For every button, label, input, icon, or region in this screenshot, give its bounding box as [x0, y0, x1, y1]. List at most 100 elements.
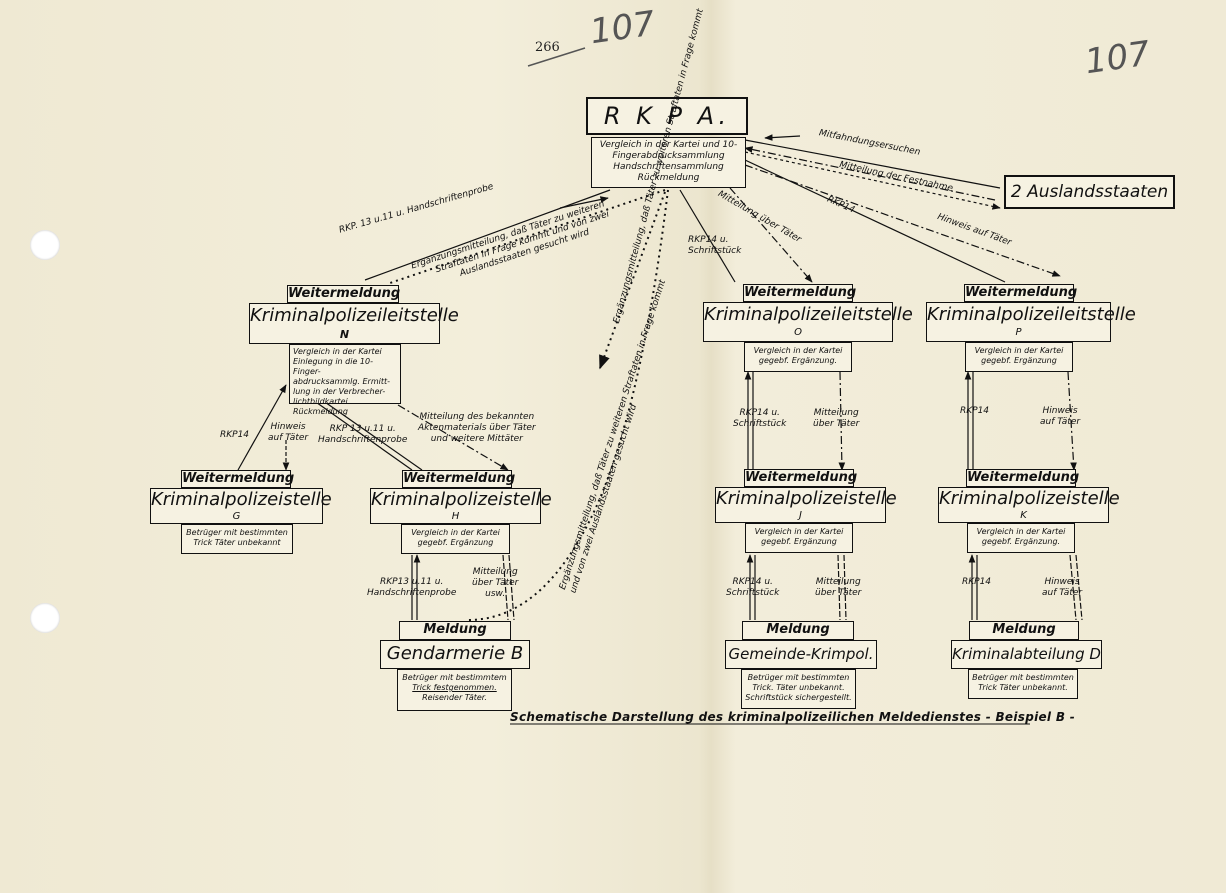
n-letter: N	[339, 328, 350, 341]
label-rkp14-j: RKP14 u. Schriftstück	[733, 408, 786, 430]
label-line: Schriftstück	[726, 588, 780, 598]
label-mitteilung-b: Mitteilung über Täter usw.	[472, 567, 518, 600]
label-line: über Täter	[813, 419, 860, 429]
label-line: Handschriftenprobe	[318, 435, 408, 445]
label-rkp14-d: RKP14	[962, 577, 992, 587]
k-line: Vergleich in der Kartei	[976, 527, 1066, 536]
g-tasks-box: Betrüger mit bestimmten Trick Täter unbe…	[181, 524, 293, 554]
o-title-box: Kriminalpolizeileitstelle O	[703, 302, 913, 342]
c-title: Gemeinde-Krimpol. C	[725, 640, 877, 689]
p-line: gegebf. Ergänzung	[981, 356, 1057, 365]
rkpa-line: Rückmeldung	[637, 173, 700, 183]
n-tasks-box: Vergleich in der Kartei Einlegung in die…	[289, 344, 401, 416]
d-header: Meldung	[969, 621, 1079, 640]
h-tasks-box: Vergleich in der Kartei gegebf. Ergänzun…	[401, 524, 510, 554]
p-header: Weitermeldung	[964, 284, 1078, 302]
g-header: Weitermeldung	[181, 470, 295, 488]
label-line: RKP14 u.	[688, 235, 729, 245]
b-line: Trick festgenommen.	[412, 683, 497, 692]
d-line: Betrüger mit bestimmten	[972, 673, 1074, 682]
g-line: Betrüger mit bestimmten	[186, 528, 288, 537]
label-rkp13-h: RKP 13 u.11 u. Handschriftenprobe	[318, 424, 407, 446]
line-rkpa-n	[364, 189, 611, 281]
p-line: Vergleich in der Kartei	[974, 346, 1064, 355]
h-letter: H	[451, 511, 460, 522]
label-line: auf Täter	[268, 433, 309, 443]
k-line: gegebf. Ergänzung.	[981, 537, 1061, 546]
c-line: Trick. Täter unbekannt.	[752, 683, 845, 692]
label-line: Hinweis	[270, 422, 306, 432]
b-tasks-box: Betrüger mit bestimmtem Trick festgenomm…	[397, 669, 512, 711]
rkpa-line: Fingerabdrucksammlung	[612, 151, 725, 161]
label-line: über Täter	[815, 588, 862, 598]
b-line: Betrüger mit bestimmtem	[402, 673, 507, 682]
label-rkp14-o: RKP14 u. Schriftstück	[688, 235, 741, 257]
label-mitteilung-c: Mitteilung über Täter	[815, 577, 861, 599]
line-festnahme	[744, 146, 996, 201]
label-line: über Täter	[472, 578, 519, 588]
label-line: Mitteilung	[813, 408, 859, 418]
p-letter: P	[1015, 327, 1022, 338]
label-line: RKP14 u.	[739, 408, 780, 418]
pen-stroke	[527, 47, 586, 67]
g-title: Kriminalpolizeistelle	[151, 489, 332, 510]
g-letter: G	[232, 511, 241, 522]
rkpa-tasks-box: Vergleich in der Kartei und 10- Fingerab…	[591, 137, 746, 188]
k-header: Weitermeldung	[966, 469, 1080, 487]
label-line: und weitere Mittäter	[430, 434, 523, 444]
h-title: Kriminalpolizeistelle	[371, 489, 552, 510]
h-header: Weitermeldung	[402, 470, 516, 488]
k-title-box: Kriminalpolizeistelle K	[938, 487, 1120, 523]
label-line: Schriftstück	[733, 419, 787, 429]
n-title: Kriminalpolizeileitstelle	[250, 305, 459, 326]
j-line: gegebf. Ergänzung	[761, 537, 837, 546]
auslandsstaaten-box: 2 Auslandsstaaten	[1004, 175, 1175, 209]
label-mitteilung-h: Mitteilung des bekannten Aktenmaterials …	[418, 412, 536, 445]
n-line: lung in der Verbrecher-	[293, 387, 386, 396]
j-header: Weitermeldung	[744, 469, 858, 487]
line-mitfahndung	[744, 139, 1001, 189]
punch-hole	[30, 230, 60, 260]
label-line: RKP 13 u.11 u.	[329, 424, 396, 434]
label-hinweis-d: Hinweis auf Täter	[1042, 577, 1082, 599]
label-line: usw.	[485, 589, 506, 599]
g-title-box: Kriminalpolizeistelle G	[150, 488, 332, 524]
n-line: Einlegung in die 10-Finger-	[293, 357, 373, 376]
k-tasks-box: Vergleich in der Kartei gegebf. Ergänzun…	[967, 523, 1075, 553]
label-line: RKP13 u.11 u.	[380, 577, 444, 587]
o-line: Vergleich in der Kartei	[753, 346, 843, 355]
label-line: RKP14 u.	[732, 577, 773, 587]
label-line: Schriftstück	[688, 246, 742, 256]
page-number: 266	[535, 40, 560, 55]
p-title-box: Kriminalpolizeileitstelle P	[926, 302, 1136, 342]
label-mitteilung-j: Mitteilung über Täter	[813, 408, 859, 430]
o-header: Weitermeldung	[743, 284, 857, 302]
j-tasks-box: Vergleich in der Kartei gegebf. Ergänzun…	[745, 523, 853, 553]
label-line: Handschriftenprobe	[367, 588, 457, 598]
c-line: Schriftstück sichergestellt.	[745, 693, 852, 702]
b-title: Gendarmerie B	[380, 640, 530, 669]
j-line: Vergleich in der Kartei	[754, 527, 844, 536]
d-title: Kriminalabteilung D	[951, 640, 1102, 669]
c-tasks-box: Betrüger mit bestimmten Trick. Täter unb…	[741, 669, 856, 709]
n-line: Vergleich in der Kartei	[293, 347, 382, 356]
n-line: abdrucksammlg. Ermitt-	[293, 377, 391, 386]
label-line: Mitteilung	[815, 577, 861, 587]
label-hinweis-k: Hinweis auf Täter	[1040, 406, 1080, 428]
j-title-box: Kriminalpolizeistelle J	[715, 487, 897, 523]
dotted-line-erg1	[389, 189, 666, 284]
b-line: Reisender Täter.	[422, 693, 487, 702]
k-letter: K	[1020, 510, 1027, 521]
label-hinweis-g: Hinweis auf Täter	[268, 422, 308, 444]
line-rkpa-o	[679, 189, 736, 283]
n-header: Weitermeldung	[287, 285, 401, 303]
o-title: Kriminalpolizeileitstelle	[704, 304, 913, 325]
c-line: Betrüger mit bestimmten	[747, 673, 850, 682]
p-tasks-box: Vergleich in der Kartei gegebf. Ergänzun…	[965, 342, 1073, 372]
j-letter: J	[799, 510, 802, 521]
dotted-line-erg2	[599, 191, 666, 370]
d-tasks-box: Betrüger mit bestimmten Trick Täter unbe…	[968, 669, 1078, 699]
rkpa-title-box: R K P A.	[586, 97, 748, 135]
